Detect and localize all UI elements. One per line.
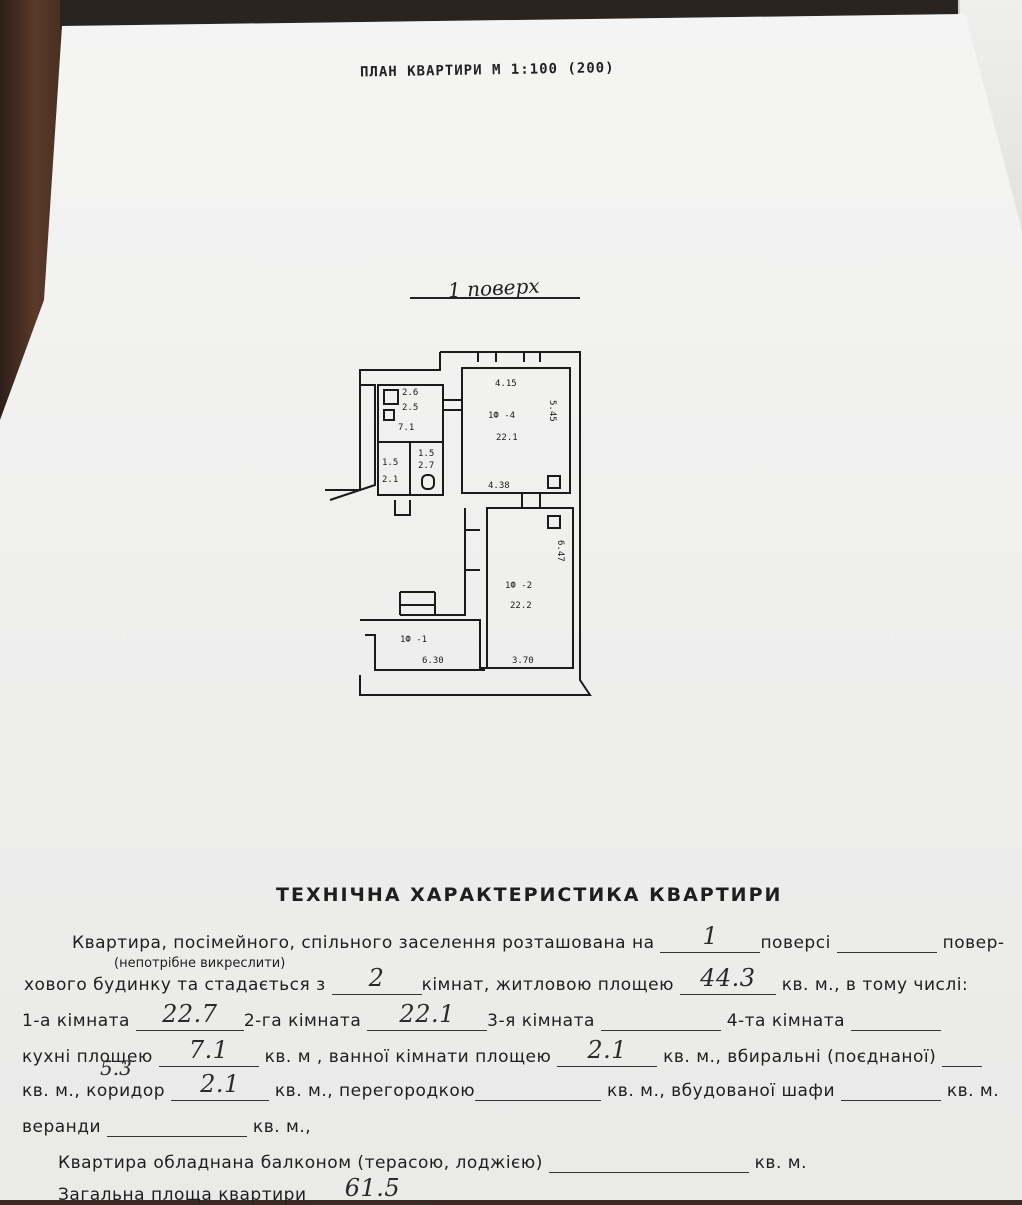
field-veranda bbox=[107, 1116, 248, 1137]
room-4-outline bbox=[461, 367, 571, 494]
room-1-name: 1Ф -1 bbox=[400, 635, 427, 645]
handwritten-kitchen-alt: 5.3 bbox=[100, 1056, 132, 1080]
bath-dim-b: 2.7 bbox=[418, 461, 434, 471]
corridor-area: 2.1 bbox=[382, 475, 398, 485]
field-toilet bbox=[942, 1046, 983, 1067]
field-floors-total bbox=[836, 932, 937, 953]
dim-top-width: 4.15 bbox=[495, 379, 517, 389]
form-line-5: кв. м., коридор 2.1 кв. м., перегородкою… bbox=[22, 1070, 1000, 1101]
field-built-in-wardrobe bbox=[840, 1080, 941, 1101]
section-title: ТЕХНІЧНА ХАРАКТЕРИСТИКА КВАРТИРИ bbox=[276, 884, 783, 906]
form-line-8: Загальна площа квартири 61.5 bbox=[58, 1174, 433, 1205]
field-total-area: 61.5 bbox=[312, 1174, 433, 1205]
corridor-dim: 1.5 bbox=[382, 458, 398, 468]
dim-370: 3.70 bbox=[512, 656, 534, 666]
field-room-2: 22.1 bbox=[367, 1000, 488, 1031]
floor-plan-drawing: 4.15 1Ф -4 22.1 5.45 4.38 2.6 2.5 7.1 1.… bbox=[325, 351, 592, 696]
room-2-height: 6.47 bbox=[555, 540, 565, 562]
form-line-1: Квартира, посімейного, спільного заселен… bbox=[72, 922, 1005, 953]
field-floor: 1 bbox=[660, 922, 761, 953]
field-room-3 bbox=[600, 1010, 721, 1031]
field-partition bbox=[475, 1080, 602, 1101]
field-rooms-count: 2 bbox=[331, 964, 422, 995]
field-room-4 bbox=[850, 1010, 941, 1031]
field-room-1: 22.7 bbox=[135, 1000, 244, 1031]
field-balcony bbox=[548, 1152, 749, 1173]
field-living-area: 44.3 bbox=[679, 964, 776, 995]
room-4-area: 22.1 bbox=[496, 433, 518, 443]
field-bathroom: 2.1 bbox=[557, 1036, 658, 1067]
kitchen-dim-b: 2.5 bbox=[402, 403, 418, 413]
bath-dim-a: 1.5 bbox=[418, 449, 434, 459]
field-corridor: 2.1 bbox=[171, 1070, 269, 1101]
dim-630: 6.30 bbox=[422, 656, 444, 666]
room-2-name: 1Ф -2 bbox=[505, 581, 532, 591]
form-line-4: кухні площею 7.1 кв. м , ванної кімнати … bbox=[22, 1036, 983, 1067]
outer-wall bbox=[359, 351, 592, 696]
form-line-7: Квартира обладнана балконом (терасою, ло… bbox=[58, 1152, 807, 1173]
room-4-bottom-dim: 4.38 bbox=[488, 481, 510, 491]
room-4-height: 5.45 bbox=[547, 400, 557, 422]
room-2-area: 22.2 bbox=[510, 601, 532, 611]
kitchen-dim-a: 2.6 bbox=[402, 388, 418, 398]
field-kitchen: 7.1 bbox=[158, 1036, 259, 1067]
room-4-name: 1Ф -4 bbox=[488, 411, 515, 421]
strike-note: (непотрібне викреслити) bbox=[114, 956, 286, 971]
kitchen-area: 7.1 bbox=[398, 423, 414, 433]
room-2-outline bbox=[486, 507, 574, 669]
floor-label-underline bbox=[410, 297, 580, 299]
form-line-6: веранди кв. м., bbox=[22, 1116, 312, 1137]
